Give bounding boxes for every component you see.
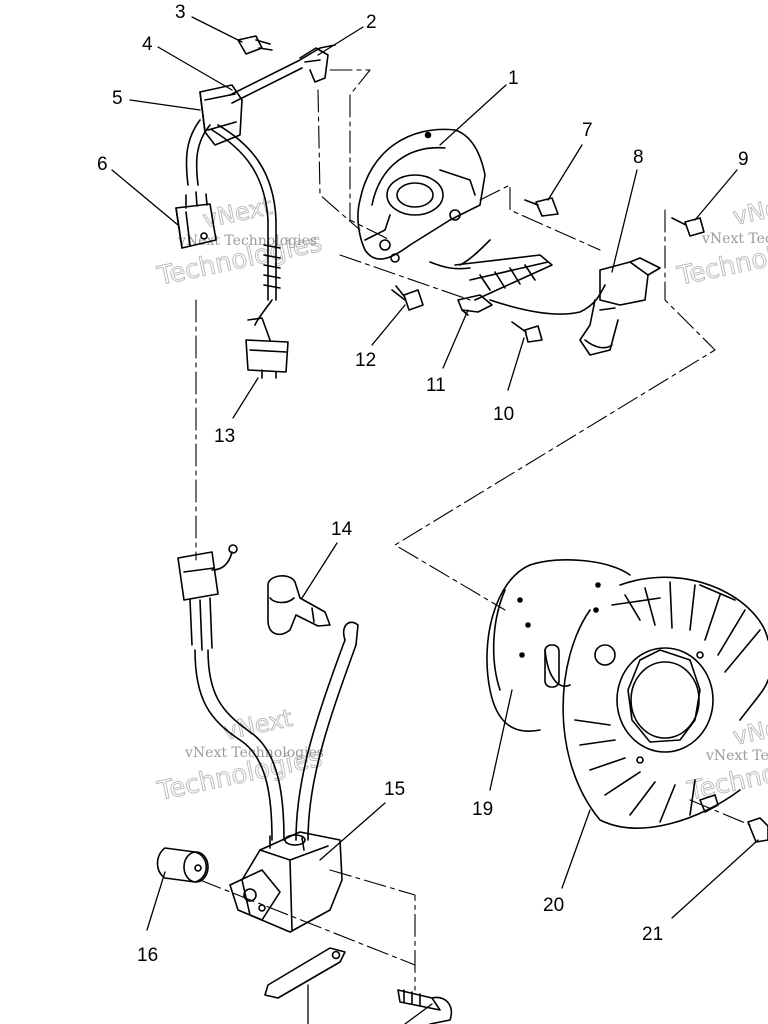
stator-plate [357,128,486,263]
connector-13 [245,317,289,379]
screw-10 [511,321,543,343]
callout-labels: 1 2 3 4 5 6 7 8 9 10 11 12 13 14 15 16 1… [97,2,749,966]
flywheel-19 [486,559,631,732]
svg-text:vNext Technologies: vNext Technologies [705,748,768,764]
leader-lines [111,16,759,1024]
callout-12: 12 [355,350,376,371]
wire-harness-lower [177,544,359,841]
callout-7: 7 [582,120,593,141]
fan-20 [562,576,768,829]
callout-19: 19 [472,799,493,820]
screw-12 [391,285,424,311]
callout-3: 3 [175,2,186,23]
callout-8: 8 [633,147,644,168]
callout-10: 10 [493,404,514,425]
callout-2: 2 [366,12,377,33]
callout-5: 5 [112,88,123,109]
bracket-11 [457,294,493,316]
callout-13: 13 [214,426,235,447]
callout-14: 14 [331,519,353,540]
pulser-8 [579,257,661,356]
ignition-coil-15 [229,831,343,933]
callout-4: 4 [142,34,153,55]
svg-text:vNext Technologies: vNext Technologies [177,233,317,249]
callout-15: 15 [384,779,405,800]
callout-6: 6 [97,154,108,175]
spark-plug-cap-14 [267,575,331,636]
screw-3 [237,35,273,55]
wire-bracket [299,47,329,83]
callout-21: 21 [642,924,663,945]
grommet-5 [199,84,243,146]
connector-6 [175,191,217,249]
wire-harness-upper [185,44,336,326]
callout-11: 11 [426,375,446,396]
bolt [397,989,452,1024]
spacer-16 [156,847,209,883]
callout-9: 9 [738,149,749,170]
ground-strap [264,947,346,999]
stator-coil [429,239,553,301]
callout-16: 16 [137,945,158,966]
callout-20: 20 [543,895,564,916]
svg-text:vNext Technologies: vNext Technologies [701,231,768,247]
nut-21 [747,817,768,843]
screw-7 [524,197,559,217]
callout-1: 1 [508,68,519,89]
